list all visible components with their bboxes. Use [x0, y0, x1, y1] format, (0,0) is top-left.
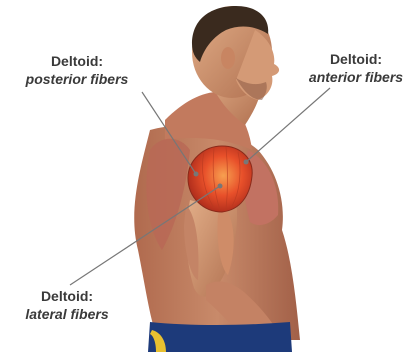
leader-dot-anterior: [244, 160, 249, 165]
leader-dot-lateral: [218, 184, 223, 189]
label-posterior-title: Deltoid:: [12, 52, 142, 70]
ear: [221, 47, 235, 69]
label-posterior-subtitle: posterior fibers: [12, 70, 142, 88]
label-anterior-subtitle: anterior fibers: [296, 68, 416, 86]
leader-dot-posterior: [194, 172, 199, 177]
label-anterior-title: Deltoid:: [296, 50, 416, 68]
label-posterior-fibers: Deltoid: posterior fibers: [12, 52, 142, 88]
label-lateral-fibers: Deltoid: lateral fibers: [12, 287, 122, 323]
label-lateral-title: Deltoid:: [12, 287, 122, 305]
label-anterior-fibers: Deltoid: anterior fibers: [296, 50, 416, 86]
label-lateral-subtitle: lateral fibers: [12, 305, 122, 323]
shorts: [148, 322, 292, 352]
